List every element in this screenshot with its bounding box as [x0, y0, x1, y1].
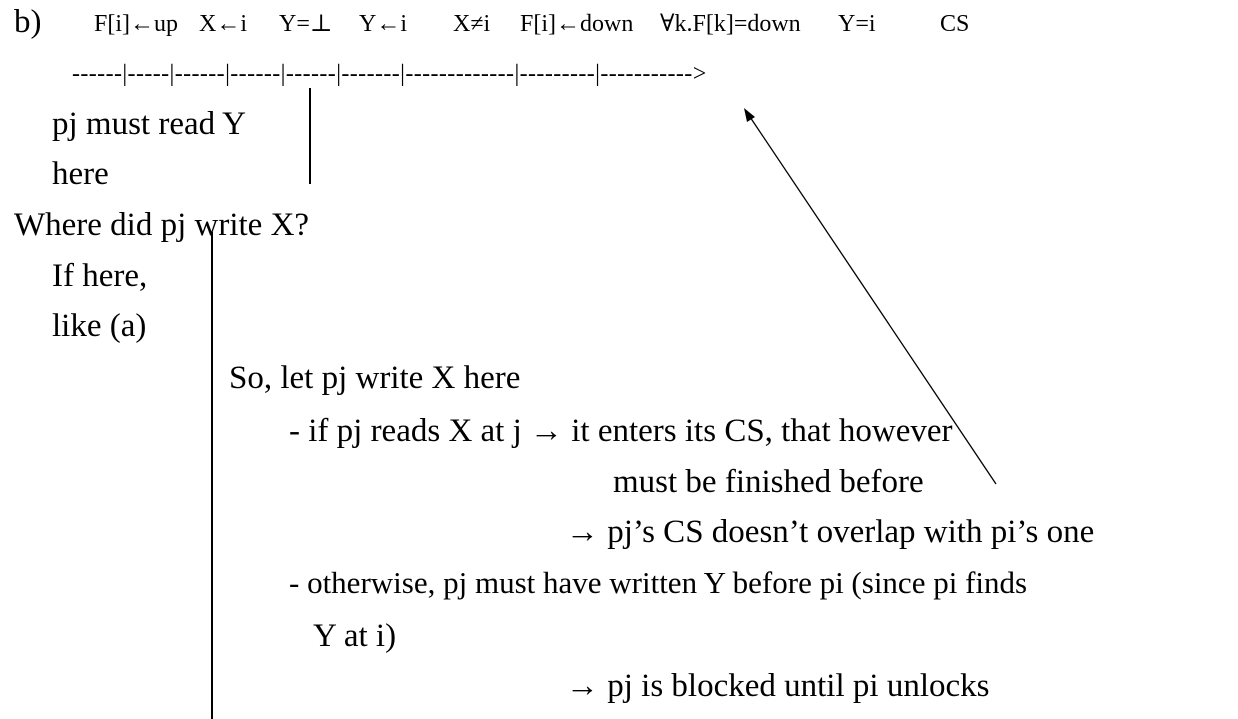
- arrowhead-icon: [744, 108, 755, 122]
- event-label-y-bottom: Y=⊥: [279, 11, 333, 37]
- event-label-y-assign-i: Y←i: [359, 11, 407, 37]
- event-label-x-neq-i: X≠i: [453, 11, 491, 37]
- event-label-cs: CS: [940, 11, 970, 37]
- note-if-reads: - if pj reads X at j → it enters its CS,…: [289, 413, 953, 449]
- timeline-axis: ------|-----|------|------|------|------…: [72, 61, 707, 87]
- note-so-let: So, let pj write X here: [229, 360, 521, 396]
- note-otherwise-1: - otherwise, pj must have written Y befo…: [289, 565, 1028, 600]
- event-label-x-assign-i: X←i: [199, 11, 247, 37]
- part-label: b): [14, 4, 42, 40]
- event-label-fi-down: F[i]←down: [520, 11, 634, 37]
- write-x-marker-line: [211, 232, 213, 719]
- finish-before-arrow-line: [747, 113, 997, 485]
- note-blocked: → pj is blocked until pi unlocks: [566, 668, 990, 704]
- note-otherwise-2: Y at i): [313, 618, 397, 654]
- note-like-a: like (a): [52, 308, 147, 344]
- event-label-fi-up: F[i]←up: [94, 11, 178, 37]
- note-if-here: If here,: [52, 258, 148, 294]
- note-read-y-1: pj must read Y: [52, 106, 246, 142]
- event-label-y-eq-i: Y=i: [838, 11, 876, 37]
- event-label-forall-down: ∀k.F[k]=down: [660, 11, 801, 37]
- read-y-marker-line: [309, 88, 311, 184]
- note-must-finish: must be finished before: [613, 464, 924, 500]
- note-no-overlap: → pj’s CS doesn’t overlap with pi’s one: [566, 514, 1095, 550]
- note-read-y-2: here: [52, 156, 109, 192]
- question-where-write-x: Where did pj write X?: [14, 207, 310, 243]
